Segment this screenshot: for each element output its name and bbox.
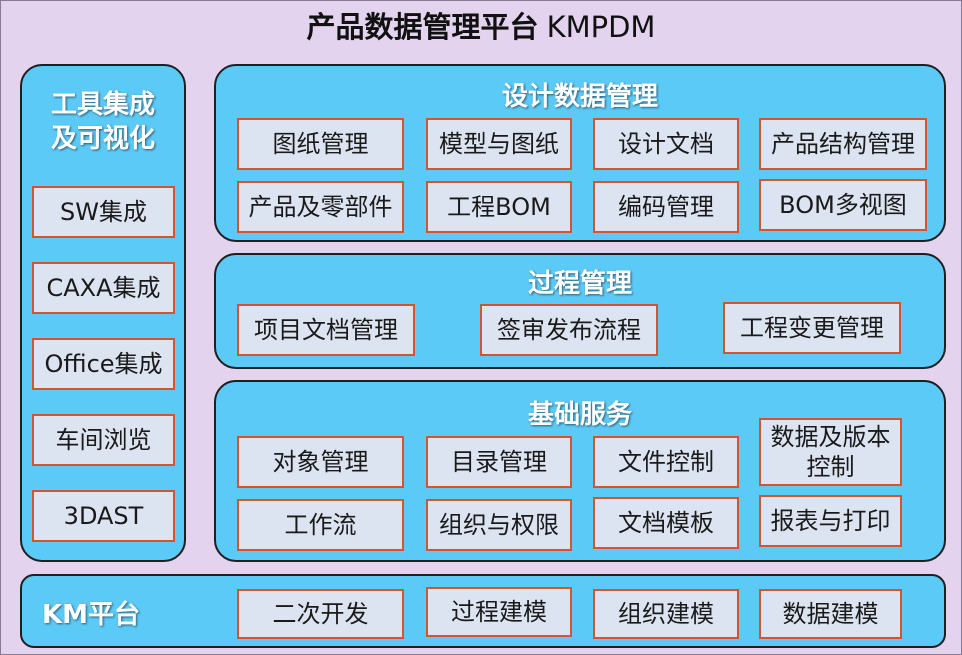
base-item-workflow: 工作流 bbox=[237, 499, 404, 551]
tool-item-workshop: 车间浏览 bbox=[32, 414, 175, 466]
tools-panel-title-line2: 及可视化 bbox=[50, 124, 155, 154]
base-item-reports: 报表与打印 bbox=[759, 495, 902, 547]
km-item-org-modeling: 组织建模 bbox=[593, 589, 739, 639]
base-item-version-control: 数据及版本控制 bbox=[759, 418, 902, 486]
km-item-data-modeling: 数据建模 bbox=[759, 589, 902, 639]
km-panel: KM平台 二次开发 过程建模 组织建模 数据建模 bbox=[20, 574, 946, 648]
title-main: 产品数据管理平台 bbox=[306, 10, 539, 44]
design-item-models: 模型与图纸 bbox=[426, 118, 572, 170]
base-panel-title: 基础服务 bbox=[527, 400, 632, 430]
process-item-approval: 签审发布流程 bbox=[480, 304, 658, 356]
tool-item-3dast: 3DAST bbox=[32, 490, 175, 542]
process-panel-title: 过程管理 bbox=[527, 269, 632, 299]
base-item-permissions: 组织与权限 bbox=[426, 499, 572, 551]
design-item-ebom: 工程BOM bbox=[426, 181, 572, 233]
base-panel: 基础服务 对象管理 目录管理 文件控制 数据及版本控制 工作流 组织与权限 文档… bbox=[214, 380, 946, 562]
title-sub: KMPDM bbox=[546, 10, 656, 44]
process-panel: 过程管理 项目文档管理 签审发布流程 工程变更管理 bbox=[214, 253, 946, 369]
design-panel: 设计数据管理 图纸管理 模型与图纸 设计文档 产品结构管理 产品及零部件 工程B… bbox=[214, 64, 946, 242]
design-panel-title: 设计数据管理 bbox=[501, 82, 658, 112]
base-item-catalog: 目录管理 bbox=[426, 436, 572, 488]
km-panel-title: KM平台 bbox=[42, 600, 141, 630]
process-item-project-docs: 项目文档管理 bbox=[237, 304, 415, 356]
base-item-file-control: 文件控制 bbox=[593, 436, 739, 488]
tools-panel: 工具集成 及可视化 SW集成 CAXA集成 Office集成 车间浏览 3DAS… bbox=[20, 64, 186, 562]
tools-panel-title-line1: 工具集成 bbox=[50, 90, 155, 120]
design-item-parts: 产品及零部件 bbox=[237, 181, 404, 233]
tool-item-caxa: CAXA集成 bbox=[32, 262, 175, 314]
design-item-drawings: 图纸管理 bbox=[237, 118, 404, 170]
km-item-secondary-dev: 二次开发 bbox=[237, 589, 404, 639]
design-item-bom-views: BOM多视图 bbox=[759, 179, 927, 231]
base-item-templates: 文档模板 bbox=[593, 497, 739, 549]
base-item-objects: 对象管理 bbox=[237, 436, 404, 488]
process-item-change: 工程变更管理 bbox=[723, 302, 901, 354]
km-item-process-modeling: 过程建模 bbox=[426, 587, 572, 637]
design-item-coding: 编码管理 bbox=[593, 181, 739, 233]
design-item-docs: 设计文档 bbox=[593, 118, 739, 170]
design-item-structure: 产品结构管理 bbox=[759, 118, 927, 170]
tool-item-sw: SW集成 bbox=[32, 186, 175, 238]
tool-item-office: Office集成 bbox=[32, 338, 175, 390]
